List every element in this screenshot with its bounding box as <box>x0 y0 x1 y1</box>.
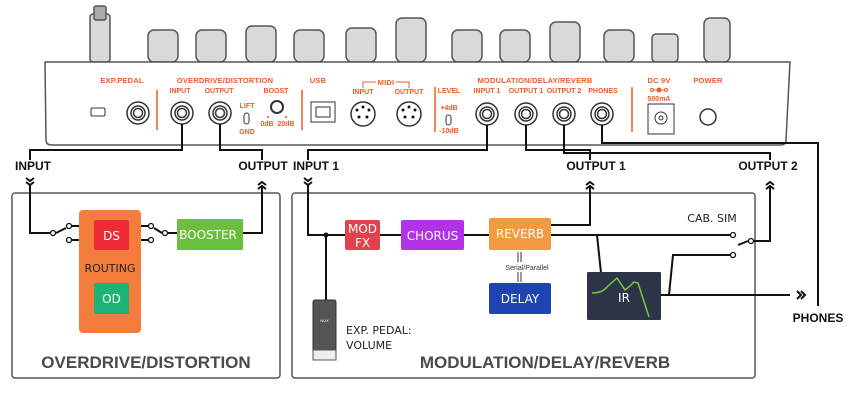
output2-label: OUTPUT 2 <box>738 159 798 173</box>
mod-fx-label-2: FX <box>355 236 370 250</box>
label-midi-input: INPUT <box>353 89 375 96</box>
expression-pedal-icon: NUX <box>312 299 337 361</box>
pedal-logo: NUX <box>320 318 329 323</box>
exp-pedal-volume-label: VOLUME <box>346 339 392 352</box>
label-minus10db: -10dB <box>439 128 458 135</box>
od-label: OD <box>102 292 121 306</box>
booster-block <box>177 219 243 250</box>
phones-chevron-icon <box>796 290 807 300</box>
label-boost: BOOST <box>264 88 290 95</box>
chevron-icons <box>25 177 775 190</box>
input1-label: INPUT 1 <box>293 159 339 173</box>
ds-label: DS <box>103 229 120 243</box>
chorus-block <box>401 220 464 250</box>
label-input1: INPUT 1 <box>474 88 501 95</box>
cables <box>29 124 819 306</box>
label-output1: OUTPUT 1 <box>509 88 544 95</box>
output1-label: OUTPUT 1 <box>566 159 626 173</box>
label-usb: USB <box>310 76 327 85</box>
label-0db: 0dB <box>260 121 273 128</box>
mod-section-box <box>291 192 756 379</box>
reverb-label: REVERB <box>496 227 544 241</box>
label-gnd: GND <box>239 129 255 136</box>
label-midi-output: OUTPUT <box>395 89 425 96</box>
chorus-label: CHORUS <box>407 229 459 243</box>
od-section-title: OVERDRIVE/DISTORTION <box>41 353 250 372</box>
label-od-output: OUTPUT <box>205 88 235 95</box>
panel-dividers <box>156 87 633 132</box>
delay-block <box>489 283 551 314</box>
label-phones: PHONES <box>588 88 618 95</box>
label-power: POWER <box>693 76 723 85</box>
ds-block <box>94 220 129 250</box>
od-block <box>94 283 129 314</box>
routing-label: ROUTING <box>84 262 135 275</box>
label-level: LEVEL <box>438 88 461 95</box>
label-plus4db: +4dB <box>440 105 457 112</box>
mod-fx-label: MOD <box>348 222 377 236</box>
label-exp-pedal: EXP.PEDAL <box>100 76 144 85</box>
ir-curve-icon <box>591 276 650 318</box>
booster-label: BOOSTER <box>179 228 237 242</box>
label-od-input: INPUT <box>170 88 192 95</box>
cab-sim-label: CAB. SIM <box>687 212 736 225</box>
mod-fx-block <box>345 220 380 250</box>
phones-label: PHONES <box>793 311 844 325</box>
exp-pedal-label: EXP. PEDAL: <box>346 324 412 337</box>
mod-section-title: MODULATION/DELAY/REVERB <box>420 353 670 372</box>
serial-parallel-label: Serial/Parallel <box>505 265 549 272</box>
label-20db: 20dB <box>277 121 294 128</box>
label-dc: DC 9V <box>647 76 670 85</box>
ir-block <box>587 272 661 320</box>
label-output2: OUTPUT 2 <box>547 88 582 95</box>
label-midi: MIDI <box>378 78 395 87</box>
top-knobs <box>89 5 731 63</box>
od-section-box <box>11 192 281 379</box>
label-500ma: 500mA <box>648 96 671 103</box>
reverb-block <box>489 218 551 250</box>
label-od-title: OVERDRIVE/DISTORTION <box>177 76 273 85</box>
ir-label: IR <box>618 291 630 305</box>
delay-label: DELAY <box>501 292 540 306</box>
label-lift: LIFT <box>240 103 255 110</box>
label-mod-title: MODULATION/DELAY/REVERB <box>477 76 592 85</box>
od-input-label: INPUT <box>15 159 52 173</box>
led-window <box>90 107 106 117</box>
od-output-label: OUTPUT <box>238 159 288 173</box>
